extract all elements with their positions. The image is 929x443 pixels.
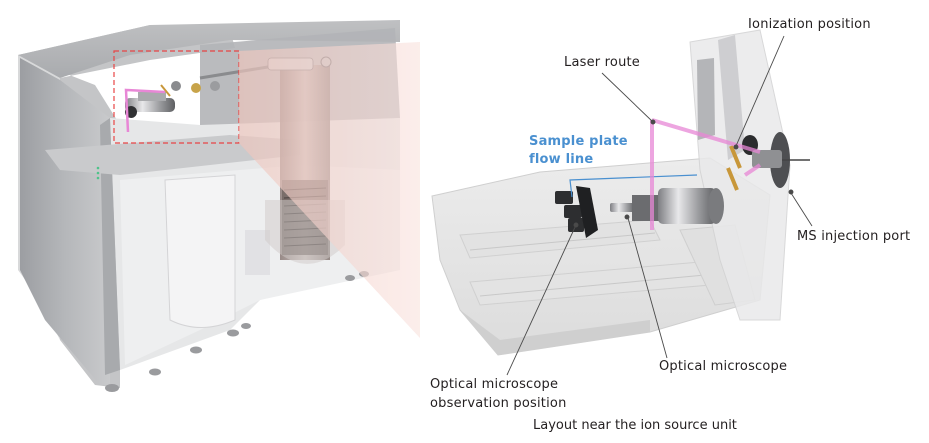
leader-laser-route xyxy=(601,72,654,123)
label-laser-route: Laser route xyxy=(564,55,641,70)
leader-observation-position xyxy=(506,224,577,376)
label-sample-plate-flow-line-2: flow line xyxy=(529,152,594,167)
label-observation-position-1: Optical microscope xyxy=(430,377,559,392)
label-ms-injection-port: MS injection port xyxy=(797,229,911,244)
objective-turret xyxy=(555,186,598,238)
laser-route-path xyxy=(650,118,762,230)
label-ionization-position: Ionization position xyxy=(748,17,871,32)
label-observation-position-2: observation position xyxy=(430,396,567,411)
ion-source-detail xyxy=(431,29,810,356)
leader-optical-microscope xyxy=(627,217,668,359)
leader-ionization-position xyxy=(735,35,785,147)
sample-plate-flow-line xyxy=(569,174,698,198)
label-sample-plate-flow-line-1: Sample plate xyxy=(529,134,628,149)
leader-lines xyxy=(506,35,813,376)
leader-ms-injection-port xyxy=(790,192,813,227)
zoom-wedge xyxy=(239,42,420,338)
figure-caption: Layout near the ion source unit xyxy=(533,418,737,433)
label-optical-microscope: Optical microscope xyxy=(659,359,788,374)
